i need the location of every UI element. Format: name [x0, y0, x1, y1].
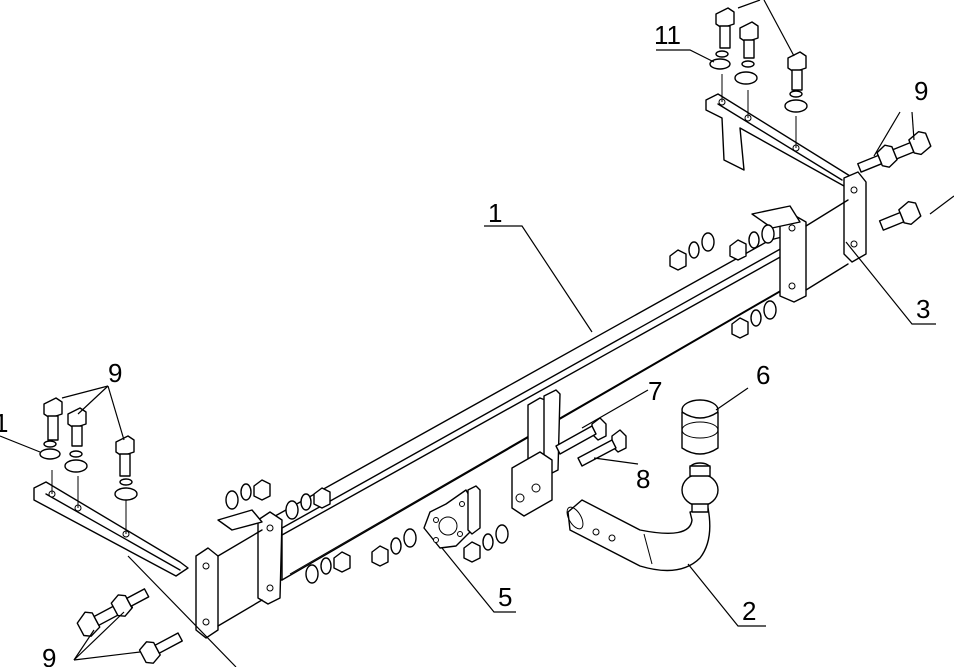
ball-cover	[681, 399, 719, 455]
tow-ball	[566, 462, 719, 572]
callout-ball-cover: 6	[756, 360, 770, 390]
callout-ball: 2	[742, 596, 756, 626]
left-side-plate	[195, 509, 283, 639]
bolt	[787, 51, 807, 91]
right-bracket	[705, 74, 867, 263]
left-top-bolts	[39, 397, 138, 501]
fastener-stack-left-top	[225, 479, 331, 520]
callout-washer-left: 1	[0, 408, 8, 438]
left-bottom-bolts	[76, 588, 183, 664]
callout-bolts-top-right: 9	[914, 76, 928, 106]
bolt	[739, 21, 759, 59]
callout-socket-plate: 5	[498, 582, 512, 612]
left-top-bracket	[33, 470, 189, 577]
callout-bolt-long: 7	[648, 376, 662, 406]
callout-bolt-pivot: 8	[636, 464, 650, 494]
callout-right-bracket: 3	[916, 294, 930, 324]
main-beam	[261, 231, 803, 581]
fastener-stack-left-bottom	[305, 551, 351, 584]
right-top-bolts	[709, 7, 808, 113]
right-side-bolts	[857, 131, 932, 231]
callout-bolts-bottom-left: 9	[42, 643, 56, 667]
fastener-stack-right-bottom	[731, 300, 777, 339]
bolt	[715, 7, 735, 49]
right-side-plate	[751, 199, 849, 303]
bolt	[67, 407, 87, 447]
bolt-pivot	[577, 429, 627, 467]
callout-washer-right: 11	[654, 20, 681, 50]
fastener-stack-right-top	[669, 224, 775, 271]
socket-plate	[423, 485, 481, 549]
callout-bolts-top-left: 9	[108, 358, 122, 388]
callout-main-beam: 1	[488, 198, 502, 228]
fastener-stack-centre	[371, 524, 509, 567]
bolt	[115, 435, 135, 477]
bolt	[43, 397, 63, 441]
